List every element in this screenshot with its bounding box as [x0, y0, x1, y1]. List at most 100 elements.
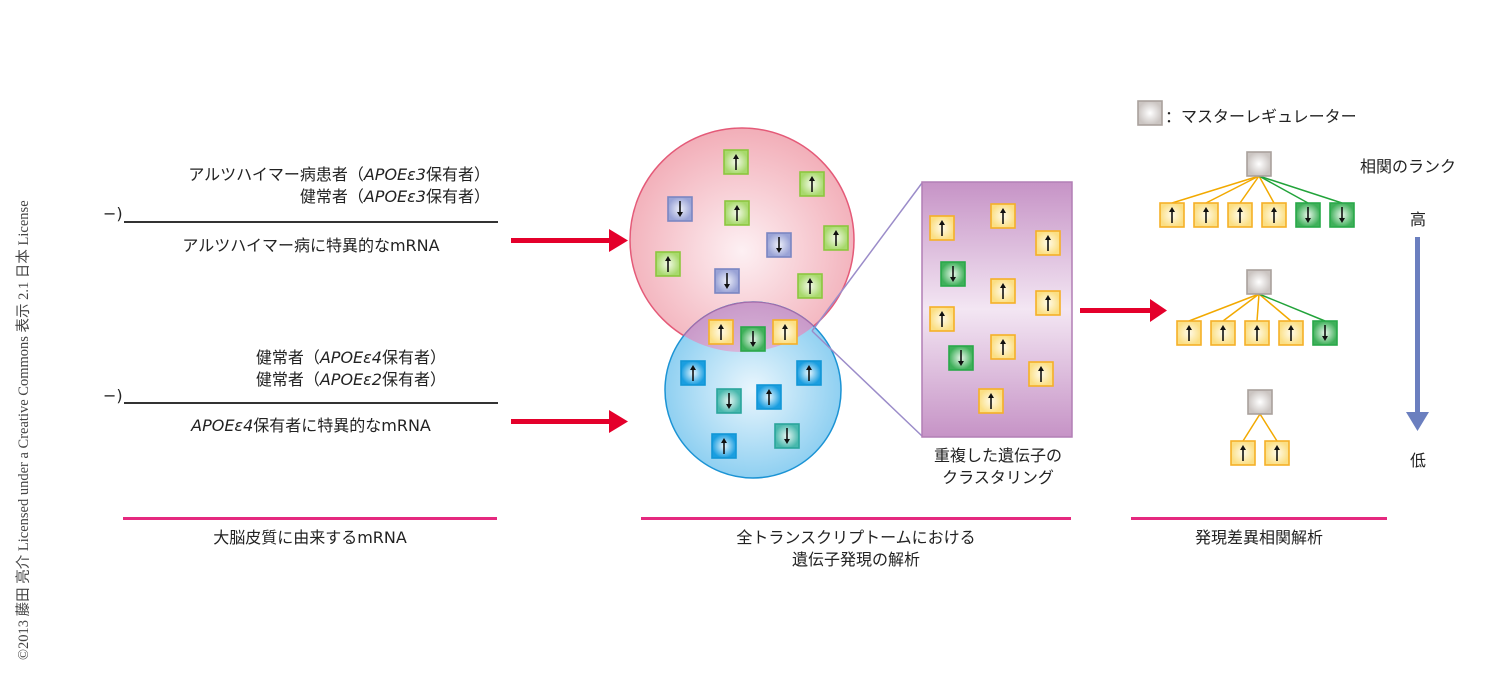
target-gene-up — [1261, 202, 1287, 228]
regulator-tree-3 — [1230, 389, 1290, 466]
up-arrow-icon — [1254, 325, 1260, 341]
eq2-line2-prefix: 健常者（ — [255, 370, 320, 389]
rank-low-label: 低 — [1410, 451, 1427, 470]
rank-high-label: 高 — [1410, 210, 1427, 229]
up-arrow-icon — [1240, 445, 1246, 461]
overlap-gene-up — [708, 319, 734, 345]
overlap-gene-down — [740, 326, 766, 352]
eq1-line1-suffix: 保有者） — [425, 165, 490, 184]
eq2-line1-prefix: 健常者（ — [255, 348, 320, 367]
down-arrow-icon — [677, 201, 683, 217]
section-label-transcriptome-line-2: 遺伝子発現の解析 — [791, 550, 920, 569]
eq2-line2-gene: APOEε2 — [319, 370, 382, 389]
subtraction-operator-2: −) — [103, 386, 123, 405]
arrow-to-network — [1080, 299, 1167, 322]
alzheimer-gene-up — [797, 273, 823, 299]
eq1-line1-gene: APOEε3 — [363, 165, 426, 184]
regulation-edge — [1188, 293, 1260, 322]
alzheimer-gene-up — [799, 171, 825, 197]
alzheimer-gene-up — [823, 225, 849, 251]
up-arrow-icon — [1000, 208, 1006, 224]
alzheimer-gene-up — [724, 200, 750, 226]
eq2-line1-gene: APOEε4 — [319, 348, 382, 367]
cluster-gene-up — [1035, 230, 1061, 256]
cluster-gene-up — [929, 306, 955, 332]
cluster-caption-line-1: 重複した遺伝子の — [933, 446, 1062, 465]
equation-2-line-2: 健常者（APOEε2保有者） — [120, 369, 446, 390]
cluster-gene-up — [929, 215, 955, 241]
regulation-edge — [1256, 293, 1260, 322]
section-bar-correlation — [1131, 517, 1387, 520]
master-regulator-node — [1246, 151, 1272, 177]
eq2-result-suffix: 保有者に特異的なmRNA — [253, 416, 431, 435]
cluster-gene-up — [1035, 290, 1061, 316]
cluster-gene-down — [940, 261, 966, 287]
target-gene-up — [1176, 320, 1202, 346]
eq1-line1-prefix: アルツハイマー病患者（ — [188, 165, 364, 184]
cluster-caption-line-2: クラスタリング — [942, 468, 1054, 487]
up-arrow-icon — [1203, 207, 1209, 223]
master-regulator-node — [1246, 269, 1272, 295]
section-label-transcriptome-line-1: 全トランスクリプトームにおける — [736, 528, 976, 547]
down-arrow-icon — [724, 273, 730, 289]
target-gene-down — [1312, 320, 1338, 346]
target-gene-up — [1230, 440, 1256, 466]
rank-title: 相関のランク — [1360, 157, 1457, 176]
alzheimer-gene-up — [723, 149, 749, 175]
cluster-gene-up — [990, 278, 1016, 304]
equation-2-result: APOEε4保有者に特異的なmRNA — [124, 412, 498, 436]
up-arrow-icon — [1186, 325, 1192, 341]
apoe4-gene-up — [756, 384, 782, 410]
rank-arrow — [1406, 237, 1429, 431]
regulation-edge — [1205, 175, 1260, 204]
subtraction-operator-1: −) — [103, 204, 123, 223]
regulation-edge — [1258, 175, 1343, 204]
regulation-edge — [1258, 293, 1292, 322]
target-gene-up — [1264, 440, 1290, 466]
up-arrow-icon — [1288, 325, 1294, 341]
down-arrow-icon — [1339, 207, 1345, 223]
up-arrow-icon — [1000, 283, 1006, 299]
apoe4-gene-up — [796, 360, 822, 386]
up-arrow-icon — [1271, 207, 1277, 223]
zoom-connector-bottom — [811, 330, 923, 437]
down-arrow-icon — [1322, 325, 1328, 341]
up-arrow-icon — [1237, 207, 1243, 223]
up-arrow-icon — [733, 154, 739, 170]
alzheimer-gene-up — [655, 251, 681, 277]
regulator-tree-2 — [1176, 269, 1338, 346]
equation-1-line-1: アルツハイマー病患者（APOEε3保有者） — [120, 164, 490, 185]
up-arrow-icon — [1000, 339, 1006, 355]
target-gene-up — [1193, 202, 1219, 228]
apoe4-gene-up — [711, 433, 737, 459]
equation-1-line-2: 健常者（APOEε3保有者） — [120, 186, 490, 207]
regulation-edge — [1258, 175, 1275, 204]
alzheimer-gene-down — [766, 232, 792, 258]
section-bar-mrna — [123, 517, 497, 520]
regulation-edge — [1222, 293, 1260, 322]
eq2-line2-suffix: 保有者） — [381, 370, 446, 389]
section-label-mrna: 大脳皮質に由来するmRNA — [213, 528, 407, 547]
up-arrow-icon — [690, 365, 696, 381]
up-arrow-icon — [734, 205, 740, 221]
equation-1-rule — [124, 221, 498, 223]
up-arrow-icon — [1038, 366, 1044, 382]
regulation-edge — [1239, 175, 1260, 204]
regulation-edge — [1171, 175, 1260, 204]
up-arrow-icon — [1274, 445, 1280, 461]
eq2-result-gene: APOEε4 — [191, 416, 254, 435]
regulator-tree-1 — [1159, 151, 1355, 228]
equation-1-result: アルツハイマー病に特異的なmRNA — [182, 236, 440, 255]
regulation-edge — [1258, 175, 1309, 204]
apoe4-gene-down — [716, 388, 742, 414]
overlap-gene-up — [772, 319, 798, 345]
up-arrow-icon — [988, 393, 994, 409]
down-arrow-icon — [776, 237, 782, 253]
up-arrow-icon — [1045, 295, 1051, 311]
eq1-line2-prefix: 健常者（ — [299, 187, 364, 206]
up-arrow-icon — [809, 176, 815, 192]
up-arrow-icon — [718, 324, 724, 340]
regulation-edge — [1259, 413, 1278, 442]
up-arrow-icon — [939, 220, 945, 236]
